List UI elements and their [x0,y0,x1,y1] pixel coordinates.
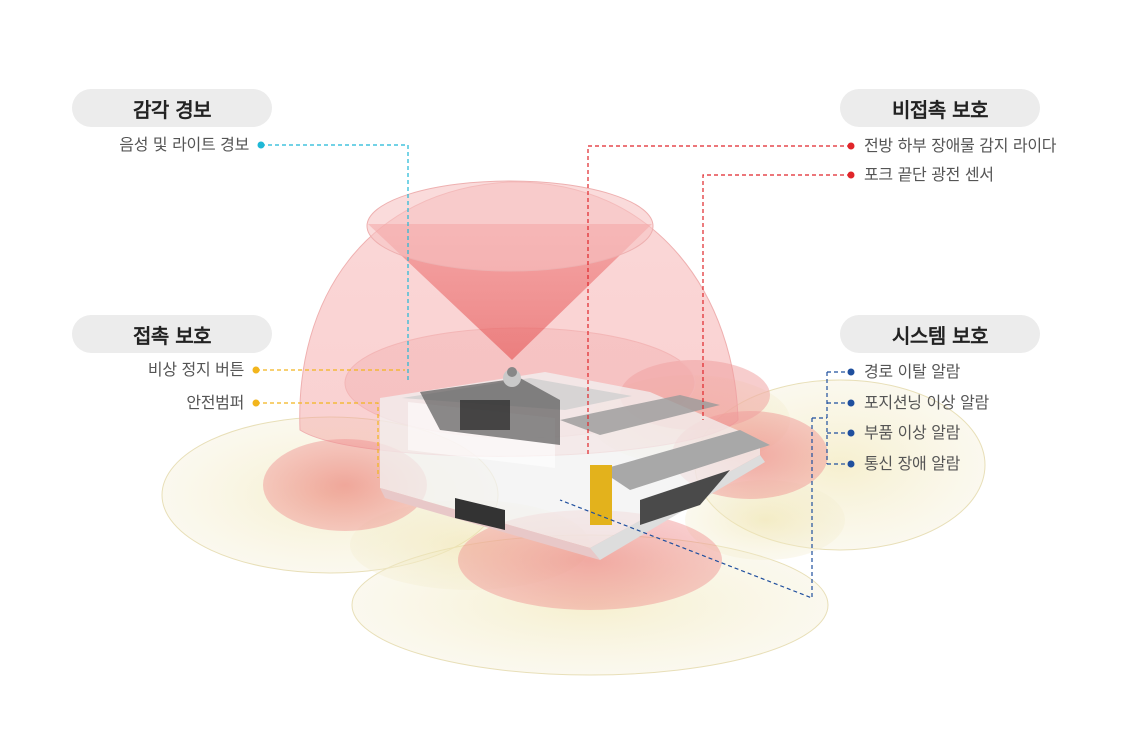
dot-bumper [252,399,260,407]
noncontact-item-photo: 포크 끝단 광전 센서 [864,165,994,184]
sense-alarm-title: 감각 경보 [72,89,272,127]
leader-line-sense [261,144,409,380]
dot-position [847,399,855,407]
dot-photo [847,171,855,179]
system-item-part: 부품 이상 알람 [864,423,961,442]
dot-part [847,429,855,437]
mobile-robot [380,367,770,560]
dot-lidar [847,142,855,150]
dot-emergency [252,366,260,374]
dot-comm [847,460,855,468]
dot-path [847,368,855,376]
contact-protect-title: 접촉 보호 [72,315,272,353]
contact-protect-item-bumper: 안전범퍼 [186,393,244,412]
leader-line-bumper [256,402,379,478]
system-item-path: 경로 이탈 알람 [864,362,961,381]
noncontact-item-lidar: 전방 하부 장애물 감지 라이다 [864,136,1057,155]
sense-alarm-item: 음성 및 라이트 경보 [119,135,249,154]
dot-sense [257,141,265,149]
system-protect-title: 시스템 보호 [840,315,1040,353]
contact-protect-item-emergency: 비상 정지 버튼 [147,360,244,379]
leader-line-photo [702,174,851,420]
noncontact-protect-title: 비접촉 보호 [840,89,1040,127]
lidar-cone [366,180,654,360]
system-item-comm: 통신 장애 알람 [864,454,961,473]
leader-line-system-robot [559,418,813,599]
system-item-position: 포지션닝 이상 알람 [864,393,989,412]
leader-line-lidar [587,145,851,455]
